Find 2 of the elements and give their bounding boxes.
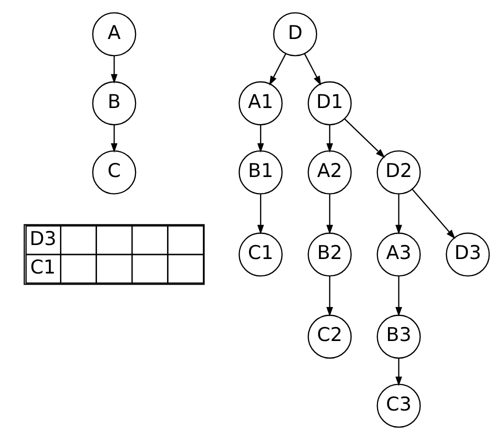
label: D3 (30, 228, 56, 250)
label: C1 (30, 256, 56, 278)
